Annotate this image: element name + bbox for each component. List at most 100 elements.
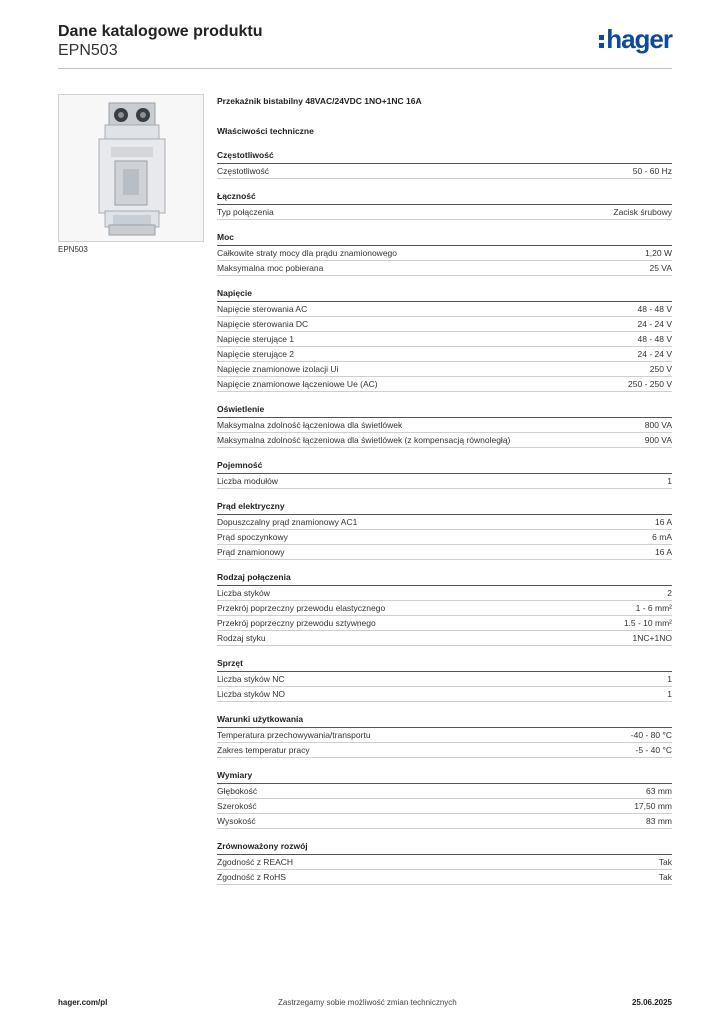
technical-properties-title: Właściwości techniczne — [217, 126, 314, 136]
spec-label: Temperatura przechowywania/transportu — [217, 730, 371, 740]
spec-value: 17,50 mm — [634, 801, 672, 811]
spec-row: Dopuszczalny prąd znamionowy AC1 16 A — [217, 515, 672, 530]
spec-row: Zakres temperatur pracy-5 - 40 °C — [217, 743, 672, 758]
spec-label: Dopuszczalny prąd znamionowy AC1 — [217, 517, 358, 527]
spec-label: Napięcie sterowania DC — [217, 319, 309, 329]
spec-label: Liczba styków — [217, 588, 270, 598]
logo-dots-icon — [599, 35, 605, 48]
spec-value: 1 - 6 mm² — [635, 603, 672, 613]
header-divider — [58, 68, 672, 69]
section-title: Prąd elektryczny — [217, 501, 672, 515]
spec-value: 63 mm — [646, 786, 672, 796]
spec-label: Maksymalna moc pobierana — [217, 263, 324, 273]
spec-label: Całkowite straty mocy dla prądu znamiono… — [217, 248, 398, 258]
spec-value: Zacisk śrubowy — [613, 207, 672, 217]
spec-label: Napięcie znamionowe izolacji Ui — [217, 364, 339, 374]
spec-value: -40 - 80 °C — [630, 730, 672, 740]
spec-row: Napięcie znamionowe izolacji Ui 250 V — [217, 362, 672, 377]
spec-label: Liczba modułów — [217, 476, 278, 486]
spec-label: Zakres temperatur pracy — [217, 745, 310, 755]
spec-value: 250 V — [649, 364, 672, 374]
spec-value: 800 VA — [644, 420, 672, 430]
spec-row: Napięcie sterujące 1 48 - 48 V — [217, 332, 672, 347]
spec-row: Częstotliwość 50 - 60 Hz — [217, 164, 672, 179]
spec-row: Zgodność z RoHS Tak — [217, 870, 672, 885]
spec-label: Wysokość — [217, 816, 256, 826]
spec-row: Wysokość 83 mm — [217, 814, 672, 829]
spec-row: Liczba styków NC 1 — [217, 672, 672, 687]
spec-label: Maksymalna zdolność łączeniowa dla świet… — [217, 420, 403, 430]
spec-row: Maksymalna moc pobierana 25 VA — [217, 261, 672, 276]
logo-text: hager — [606, 24, 673, 54]
section-title: Napięcie — [217, 288, 672, 302]
spec-row: Liczba modułów 1 — [217, 474, 672, 489]
section-title: Częstotliwość — [217, 150, 672, 164]
relay-device-icon — [59, 95, 203, 241]
spec-value: Tak — [658, 872, 672, 882]
spec-label: Liczba styków NC — [217, 674, 285, 684]
section-title: Warunki użytkowania — [217, 714, 672, 728]
section-title: Rodzaj połączenia — [217, 572, 672, 586]
spec-label: Szerokość — [217, 801, 257, 811]
spec-value: 24 - 24 V — [637, 349, 673, 359]
spec-value: 1.5 - 10 mm² — [623, 618, 672, 628]
section-title: Wymiary — [217, 770, 672, 784]
spec-value: 48 - 48 V — [637, 304, 673, 314]
spec-label: Przekrój poprzeczny przewodu elastyczneg… — [217, 603, 386, 613]
spec-value: 6 mA — [652, 532, 672, 542]
spec-row: Liczba styków 2 — [217, 586, 672, 601]
spec-row: Szerokość 17,50 mm — [217, 799, 672, 814]
spec-row: Prąd znamionowy 16 A — [217, 545, 672, 560]
section-title: Łączność — [217, 191, 672, 205]
spec-label: Maksymalna zdolność łączeniowa dla świet… — [217, 435, 511, 445]
spec-row: Całkowite straty mocy dla prądu znamiono… — [217, 246, 672, 261]
spec-value: 16 A — [654, 517, 672, 527]
spec-label: Napięcie sterujące 1 — [217, 334, 295, 344]
spec-label: Zgodność z RoHS — [217, 872, 286, 882]
spec-value: Tak — [658, 857, 672, 867]
spec-value: 16 A — [654, 547, 672, 557]
section-title: Zrównoważony rozwój — [217, 841, 672, 855]
document-title: Dane katalogowe produktu — [58, 23, 263, 40]
spec-label: Częstotliwość — [217, 166, 269, 176]
spec-value: 2 — [667, 588, 672, 598]
document-header: Dane katalogowe produktu EPN503 — [58, 22, 262, 60]
spec-label: Rodzaj styku — [217, 633, 266, 643]
spec-row: Napięcie sterowania DC 24 - 24 V — [217, 317, 672, 332]
spec-value: 24 - 24 V — [637, 319, 673, 329]
spec-row: Przekrój poprzeczny przewodu elastyczneg… — [217, 601, 672, 616]
image-caption: EPN503 — [58, 245, 88, 254]
hager-logo: hager — [599, 24, 673, 54]
spec-value: 1 — [667, 689, 672, 699]
spec-label: Prąd znamionowy — [217, 547, 285, 557]
spec-value: 900 VA — [644, 435, 672, 445]
spec-value: 83 mm — [646, 816, 672, 826]
specifications: Przekaźnik bistabilny 48VAC/24VDC 1NO+1N… — [217, 96, 672, 885]
spec-value: 1 — [667, 476, 672, 486]
section-title: Sprzęt — [217, 658, 672, 672]
spec-value: 25 VA — [649, 263, 672, 273]
spec-value: 1 — [667, 674, 672, 684]
spec-value: 48 - 48 V — [637, 334, 673, 344]
spec-value: 250 - 250 V — [628, 379, 672, 389]
spec-value: 50 - 60 Hz — [632, 166, 672, 176]
spec-label: Napięcie znamionowe łączeniowe Ue (AC) — [217, 379, 378, 389]
product-code: EPN503 — [58, 42, 118, 59]
spec-label: Głębokość — [217, 786, 258, 796]
section-title: Moc — [217, 232, 672, 246]
